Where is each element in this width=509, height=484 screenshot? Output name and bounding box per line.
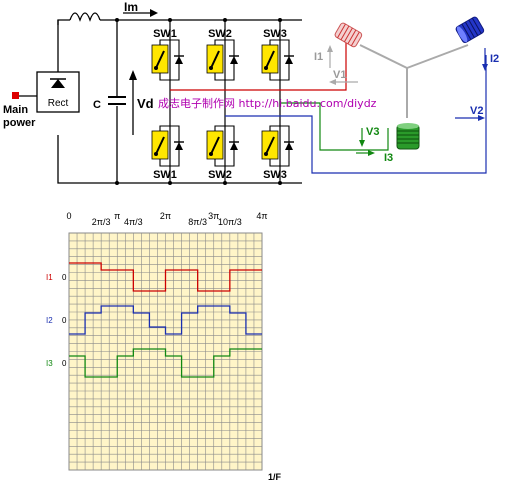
switch-top-3 <box>261 39 294 81</box>
zero-label: 0 <box>62 359 67 368</box>
switch-bottom-label-2: SW2 <box>208 169 232 181</box>
tick-label: 2π <box>160 211 171 221</box>
phase3-coil-icon <box>396 123 420 150</box>
i3-arrow-icon <box>356 150 375 156</box>
watermark-text: 成志电子制作网 http://hi.baidu.com/diydz <box>158 97 377 110</box>
x-axis-label: 1/F <box>268 472 282 482</box>
rectifier-block: Rect <box>36 71 80 113</box>
row-label-i1: I1 <box>46 273 53 282</box>
tick-label: 2π/3 <box>92 217 111 227</box>
series-line-i2 <box>69 305 262 335</box>
switch-top-2 <box>206 39 239 81</box>
switch-bottom-3 <box>261 125 294 167</box>
tick-label: 10π/3 <box>218 217 242 227</box>
tick-label: 0 <box>66 211 71 221</box>
v3-label: V3 <box>366 126 379 138</box>
series-line-i1 <box>69 262 262 292</box>
switch-top-label-2: SW2 <box>208 28 232 40</box>
switch-top-label-1: SW1 <box>153 28 177 40</box>
zero-label: 0 <box>62 316 67 325</box>
im-label: Im <box>124 0 138 14</box>
phase1-wire <box>170 40 347 91</box>
i3-label: I3 <box>384 152 393 164</box>
diode-icon <box>51 79 65 88</box>
switch-top-label-3: SW3 <box>263 28 287 40</box>
phase1-coil-icon <box>334 22 363 48</box>
switch-bottom-2 <box>206 125 239 167</box>
im-arrow-icon <box>123 9 158 17</box>
switch-bottom-label-1: SW1 <box>153 169 177 181</box>
switch-top-1 <box>151 39 184 81</box>
phase2-wire <box>225 55 487 174</box>
v1-label: V1 <box>333 69 346 81</box>
capacitor-label: C <box>93 99 101 111</box>
motor-star <box>359 44 469 118</box>
v2-arrow-icon <box>455 115 485 121</box>
switch-bottom-1 <box>151 125 184 167</box>
phase2-coil-icon <box>455 16 485 43</box>
tick-label: 8π/3 <box>188 217 207 227</box>
phase-wires <box>170 40 487 174</box>
top-rail-left <box>57 19 70 25</box>
i2-arrow-icon <box>482 48 488 71</box>
row-label-i2: I2 <box>46 316 53 325</box>
zero-label: 0 <box>62 273 67 282</box>
main-power-terminal <box>12 92 19 99</box>
v1-arrow-icon <box>329 79 358 85</box>
vd-arrow-icon <box>129 70 137 135</box>
tick-label: 3π <box>208 211 219 221</box>
v3-arrow-icon <box>359 128 365 147</box>
v2-label: V2 <box>470 105 483 117</box>
main-power-label-1: Main <box>3 104 28 116</box>
bottom-rail <box>57 135 302 184</box>
circuit <box>57 12 302 184</box>
chart-grid <box>69 233 262 470</box>
tick-label: 4π/3 <box>124 217 143 227</box>
tick-label: 4π <box>256 211 267 221</box>
main-power-label-2: power <box>3 117 36 129</box>
tick-label: π <box>114 211 120 221</box>
i1-arrow-icon <box>327 45 333 68</box>
i2-label: I2 <box>490 53 499 65</box>
switch-bottom-label-3: SW3 <box>263 169 287 181</box>
i1-label: I1 <box>314 51 323 63</box>
phase3-wire <box>280 102 389 151</box>
series-line-i3 <box>69 348 262 378</box>
rect-label: Rect <box>48 98 69 109</box>
vd-label: Vd <box>137 96 154 111</box>
row-label-i3: I3 <box>46 359 53 368</box>
inductor <box>69 12 101 22</box>
